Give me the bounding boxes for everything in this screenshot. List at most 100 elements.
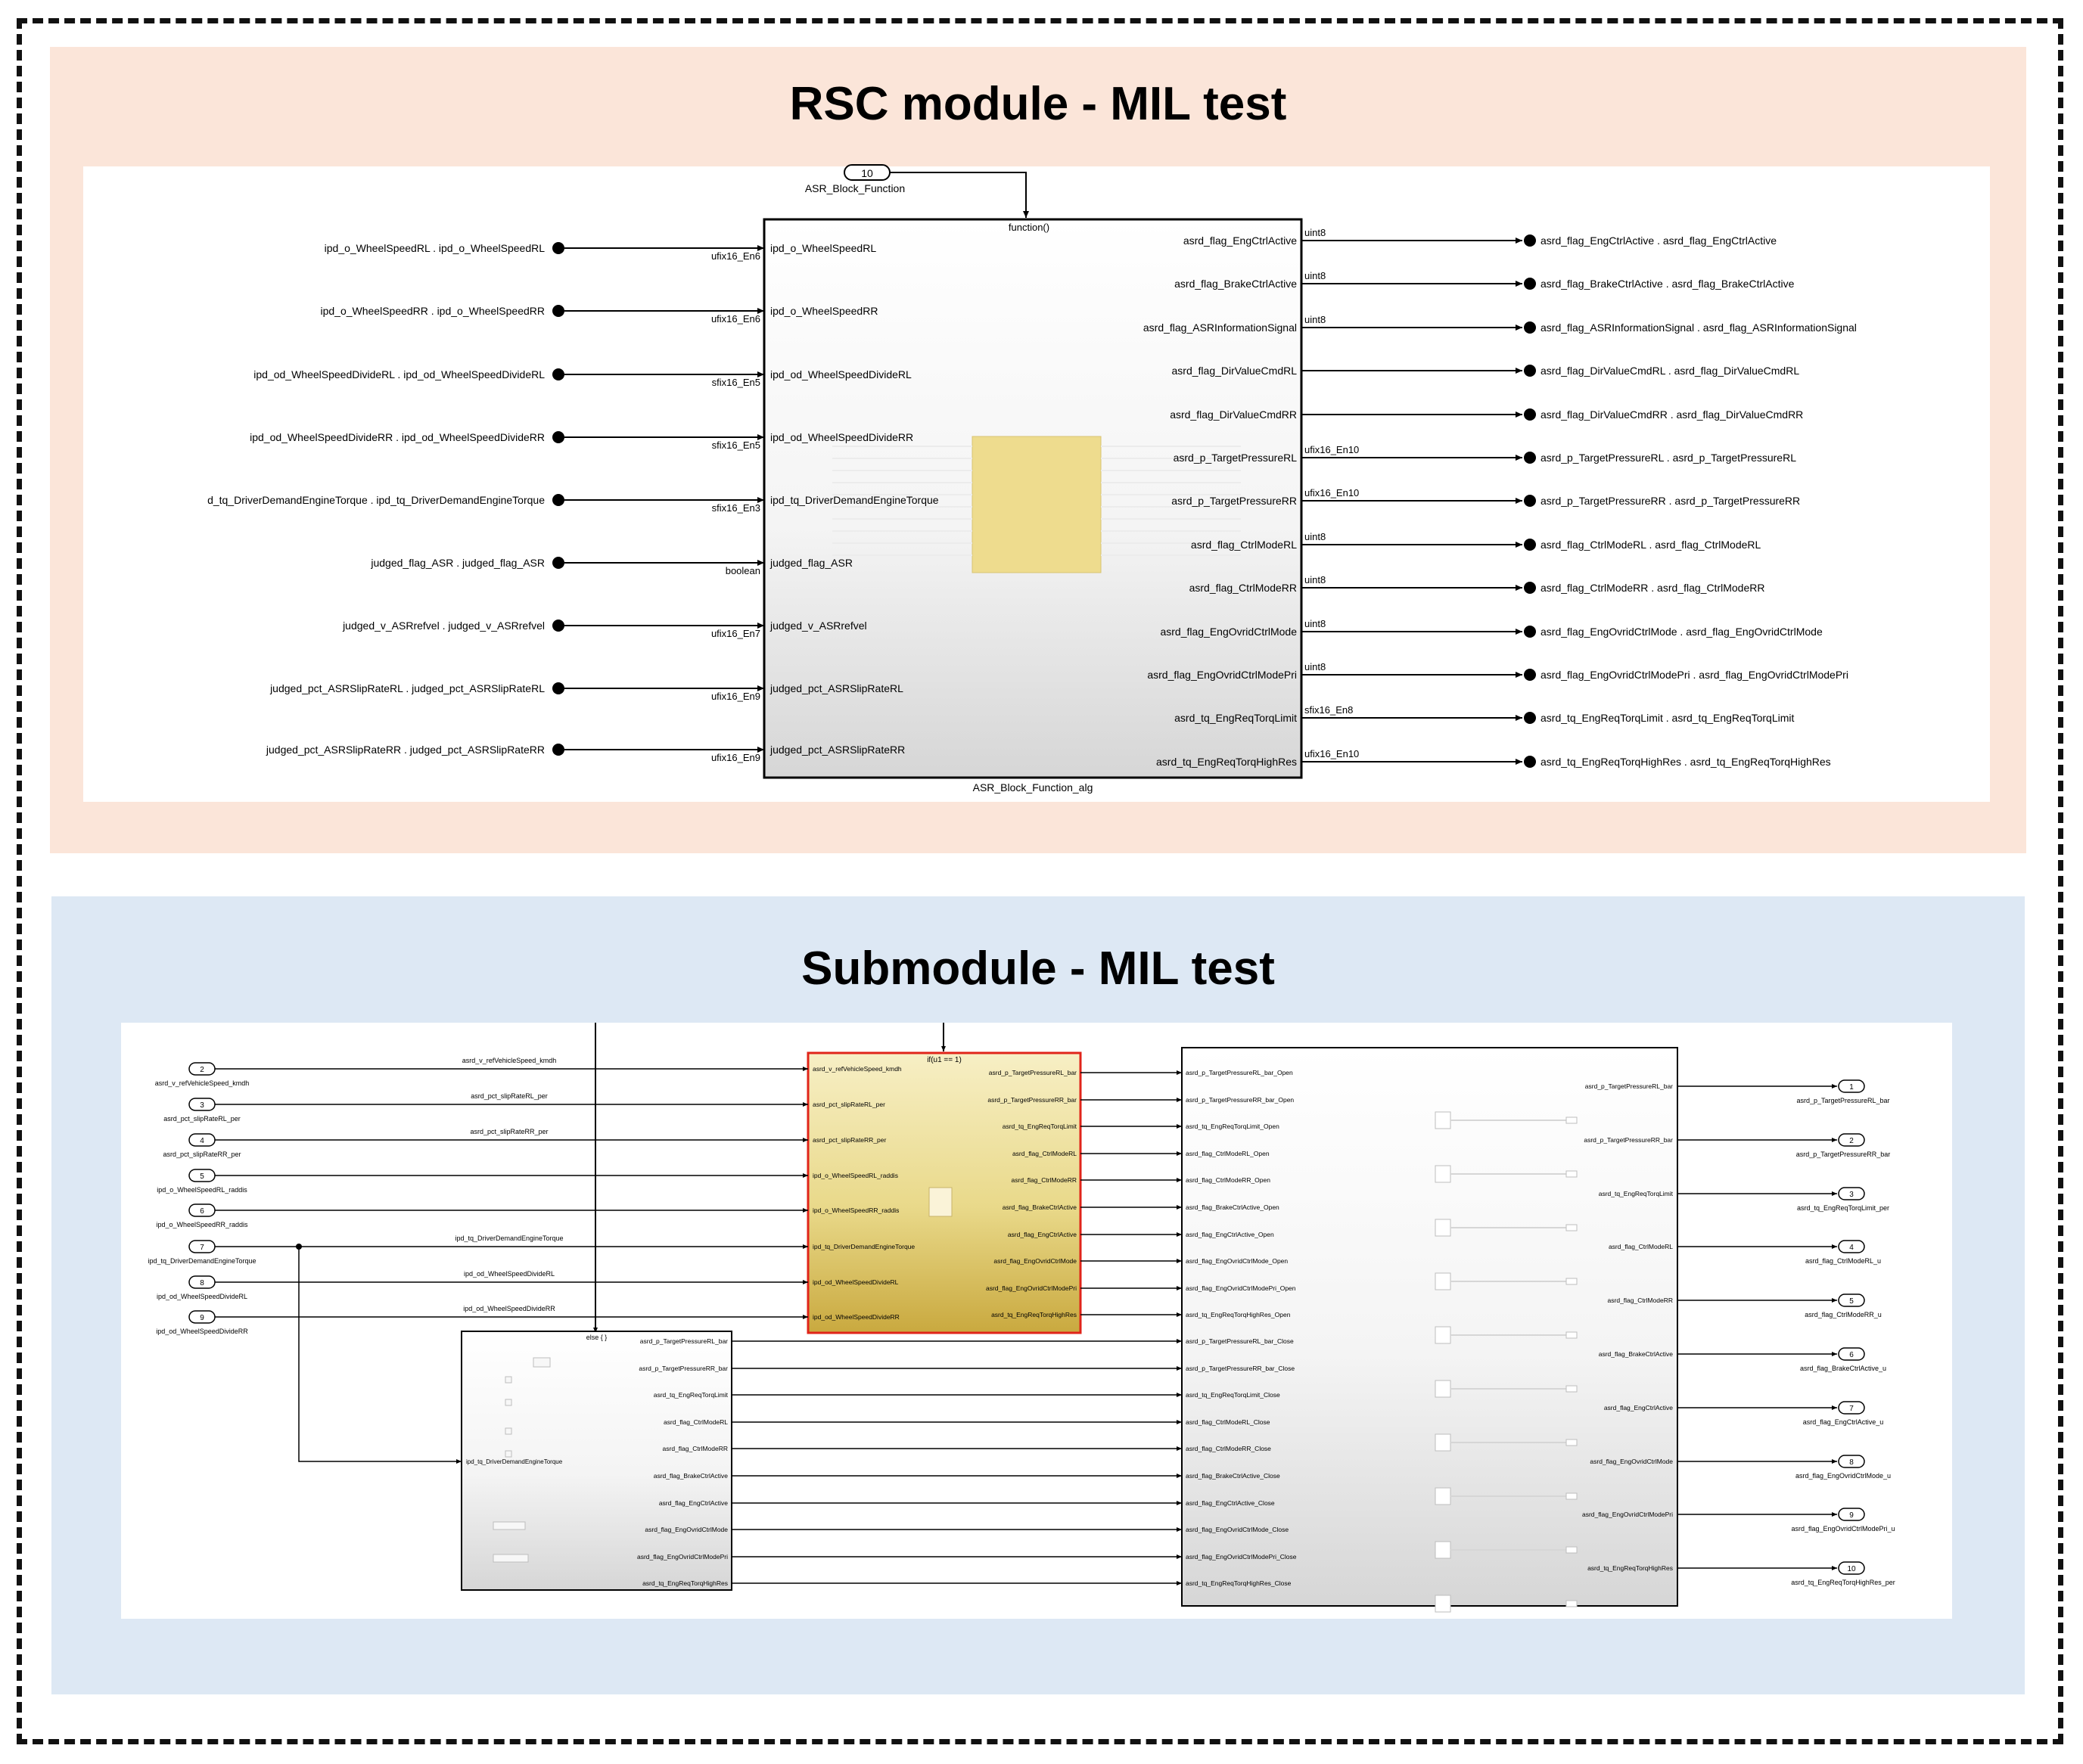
trigger-line [890, 172, 1029, 218]
if-outport-label: asrd_tq_EngReqTorqHighRes [991, 1311, 1077, 1318]
rsc-block-inport-label: ipd_o_WheelSpeedRR [770, 305, 878, 317]
sub-output-port [1838, 1293, 1865, 1307]
if-outport-label: asrd_tq_EngReqTorqLimit [1003, 1123, 1077, 1130]
sub-input-port-name: asrd_pct_slipRateRL_per [163, 1115, 241, 1123]
merge-open-inport-label: asrd_flag_EngOvridCtrlModePri_Open [1186, 1284, 1296, 1292]
merge-inner-port [1565, 1170, 1578, 1178]
rsc-output-type-label: sfix16_En8 [1304, 704, 1353, 716]
merge-inner-port [1565, 1278, 1578, 1285]
rsc-input-type-label: ufix16_En6 [711, 250, 760, 262]
sub-input-port-number: 2 [200, 1066, 204, 1074]
sub-output-port-name: asrd_p_TargetPressureRR_bar [1796, 1151, 1891, 1158]
merge-open-inport-label: asrd_flag_BrakeCtrlActive_Open [1186, 1203, 1279, 1211]
rsc-output-port [1524, 234, 1536, 247]
else-inner-preview [533, 1357, 551, 1368]
rsc-input-signal-label: judged_pct_ASRSlipRateRL . judged_pct_AS… [269, 682, 545, 694]
rsc-input-port [552, 242, 564, 254]
merge-inner-port [1565, 1546, 1578, 1554]
merge-open-inport-label: asrd_tq_EngReqTorqHighRes_Open [1186, 1311, 1291, 1318]
merge-outport-label: asrd_flag_CtrlModeRR [1608, 1297, 1673, 1304]
submodule-panel-title: Submodule - MIL test [801, 943, 1275, 995]
merge-outport-label: asrd_flag_CtrlModeRL [1609, 1243, 1673, 1250]
rsc-output-signal-label: asrd_p_TargetPressureRR . asrd_p_TargetP… [1540, 495, 1800, 507]
if-inport-label: ipd_o_WheelSpeedRR_raddis [813, 1207, 899, 1214]
rsc-block-outport-label: asrd_flag_EngOvridCtrlMode [1160, 626, 1297, 638]
merge-close-inport-label: asrd_flag_EngCtrlActive_Close [1186, 1499, 1275, 1507]
rsc-input-type-label: ufix16_En9 [711, 752, 760, 763]
rsc-output-port [1524, 626, 1536, 638]
rsc-input-signal-label: ipd_od_WheelSpeedDivideRR . ipd_od_Wheel… [250, 431, 545, 443]
sub-input-port-name: asrd_v_refVehicleSpeed_kmdh [155, 1079, 250, 1087]
sub-input-port-number: 5 [200, 1172, 204, 1181]
sub-input-wire-label: ipd_od_WheelSpeedDivideRL [464, 1270, 555, 1278]
rsc-panel-title: RSC module - MIL test [789, 78, 1287, 130]
rsc-block-inport-label: ipd_od_WheelSpeedDivideRL [770, 368, 912, 380]
sub-output-port-name: asrd_flag_EngOvridCtrlMode_u [1795, 1472, 1891, 1480]
merge-open-inport-label: asrd_flag_CtrlModeRR_Open [1186, 1176, 1270, 1184]
merge-inner-port [1565, 1116, 1578, 1124]
block-name-label: ASR_Block_Function_alg [973, 781, 1093, 793]
merge-outport-label: asrd_flag_EngOvridCtrlMode [1590, 1458, 1673, 1465]
if-inport-label: ipd_od_WheelSpeedDivideRL [813, 1278, 899, 1286]
rsc-output-port [1524, 408, 1536, 421]
sub-output-port [1838, 1187, 1865, 1200]
merge-outport-label: asrd_p_TargetPressureRL_bar [1585, 1082, 1673, 1090]
else-inner-preview [505, 1399, 512, 1406]
merge-close-inport-label: asrd_p_TargetPressureRL_bar_Close [1186, 1337, 1294, 1345]
sub-input-port-number: 8 [200, 1279, 204, 1287]
merge-inner-switch [1435, 1272, 1451, 1290]
else-outport-label: asrd_flag_CtrlModeRR [663, 1445, 728, 1452]
rsc-block-inport-label: ipd_tq_DriverDemandEngineTorque [770, 494, 939, 506]
sub-input-port-name: ipd_od_WheelSpeedDivideRL [157, 1293, 247, 1300]
rsc-input-port [552, 682, 564, 694]
sub-input-port-name: ipd_o_WheelSpeedRR_raddis [156, 1221, 248, 1228]
sub-input-port-number: 6 [200, 1207, 204, 1216]
else-action-subsystem [461, 1331, 732, 1591]
rsc-output-type-label: uint8 [1304, 227, 1326, 238]
sub-input-wire-label: asrd_pct_slipRateRR_per [470, 1128, 548, 1135]
else-outport-label: asrd_flag_EngOvridCtrlModePri [637, 1553, 728, 1561]
if-outport-label: asrd_flag_CtrlModeRR [1012, 1176, 1077, 1184]
else-inner-preview [493, 1521, 526, 1530]
if-outport-label: asrd_flag_EngOvridCtrlModePri [986, 1284, 1077, 1292]
rsc-output-type-label: ufix16_En10 [1304, 748, 1359, 759]
merge-close-inport-label: asrd_flag_CtrlModeRR_Close [1186, 1445, 1271, 1452]
rsc-block-outport-label: asrd_flag_BrakeCtrlActive [1174, 278, 1297, 290]
else-inner-preview [505, 1427, 512, 1435]
rsc-block-outport-label: asrd_tq_EngReqTorqLimit [1174, 712, 1297, 724]
rsc-input-port [552, 494, 564, 506]
trigger-port-label: ASR_Block_Function [805, 182, 905, 194]
sub-output-port [1838, 1347, 1865, 1361]
rsc-output-type-label: ufix16_En10 [1304, 487, 1359, 498]
sub-output-port-number: 7 [1849, 1405, 1854, 1413]
rsc-block-outport-label: asrd_flag_EngOvridCtrlModePri [1147, 669, 1297, 681]
rsc-output-port [1524, 452, 1536, 464]
sub-input-port-number: 9 [200, 1314, 204, 1322]
merge-inner-port [1565, 1331, 1578, 1339]
merge-outport-label: asrd_tq_EngReqTorqLimit [1599, 1190, 1674, 1197]
if-inport-label: ipd_tq_DriverDemandEngineTorque [813, 1243, 915, 1250]
rsc-input-signal-label: ipd_o_WheelSpeedRL . ipd_o_WheelSpeedRL [325, 242, 546, 254]
rsc-input-signal-label: ipd_o_WheelSpeedRR . ipd_o_WheelSpeedRR [320, 305, 545, 317]
sub-output-port [1838, 1240, 1865, 1253]
sub-output-port-number: 6 [1849, 1351, 1854, 1359]
rsc-block-outport-label: asrd_flag_DirValueCmdRR [1170, 408, 1297, 421]
rsc-block-inport-label: judged_pct_ASRSlipRateRR [769, 744, 905, 756]
if-outport-label: asrd_p_TargetPressureRL_bar [989, 1069, 1077, 1076]
rsc-input-type-label: ufix16_En9 [711, 691, 760, 702]
merge-close-inport-label: asrd_tq_EngReqTorqLimit_Close [1186, 1391, 1280, 1399]
sub-output-port-number: 10 [1847, 1565, 1856, 1573]
sub-output-port-number: 2 [1849, 1137, 1854, 1145]
rsc-input-port [552, 557, 564, 569]
rsc-output-type-label: uint8 [1304, 531, 1326, 542]
else-outport-label: asrd_tq_EngReqTorqHighRes [642, 1579, 728, 1587]
if-inport-label: ipd_od_WheelSpeedDivideRR [813, 1313, 900, 1321]
rsc-block-outport-label: asrd_flag_DirValueCmdRL [1172, 365, 1298, 377]
rsc-output-port [1524, 495, 1536, 507]
rsc-output-signal-label: asrd_tq_EngReqTorqLimit . asrd_tq_EngReq… [1540, 712, 1795, 724]
merge-inner-port [1565, 1492, 1578, 1500]
rsc-output-signal-label: asrd_flag_CtrlModeRL . asrd_flag_CtrlMod… [1540, 539, 1761, 551]
rsc-output-signal-label: asrd_flag_EngCtrlActive . asrd_flag_EngC… [1540, 234, 1777, 247]
rsc-output-port [1524, 321, 1536, 334]
merge-inner-port [1565, 1385, 1578, 1393]
